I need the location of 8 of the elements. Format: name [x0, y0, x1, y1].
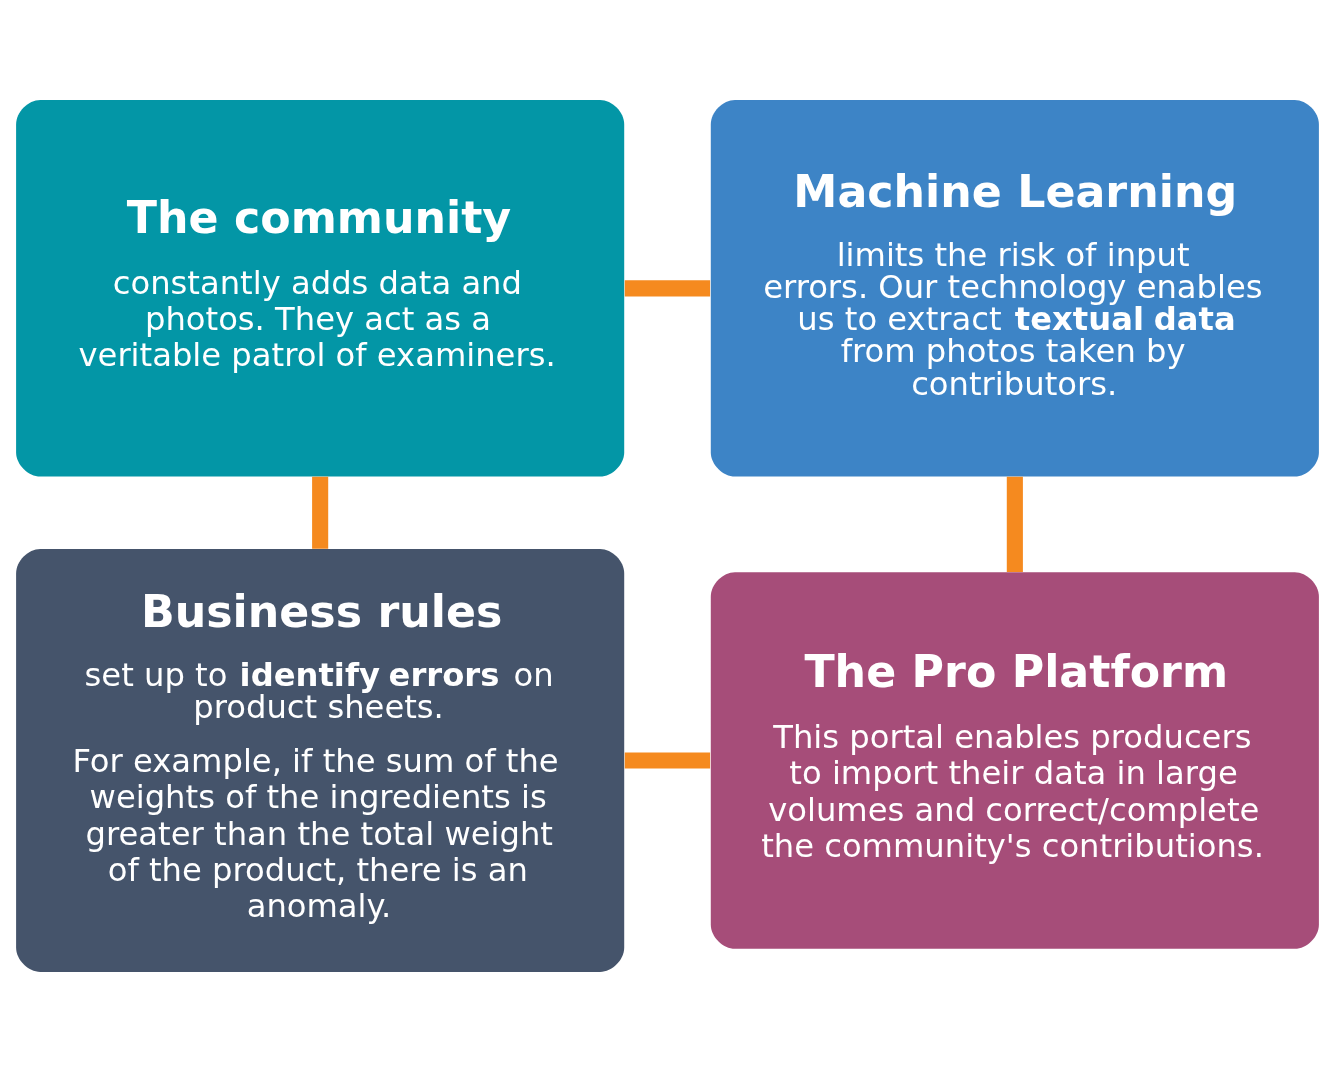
connector	[312, 476, 329, 549]
connector	[624, 280, 711, 297]
connector	[624, 752, 711, 769]
connector	[1006, 476, 1023, 572]
node-box: The Pro Platform This portal enables producers to import their data in large volumes and correct/complete the community's contributions.	[710, 572, 1319, 949]
node-box: Machine Learning limits the risk of input errors. Our technology enables us to extract textual data from photos taken by contributors.	[710, 100, 1319, 477]
node-box: Business rules set up to identify errors on product sheets. For example, if the sum of the weights of the ingredients is greater than the total weight of the product, there is an anomaly.	[16, 549, 625, 972]
node-box: The community constantly adds data and photos. They act as a veritable patrol of examiners.	[16, 100, 625, 477]
